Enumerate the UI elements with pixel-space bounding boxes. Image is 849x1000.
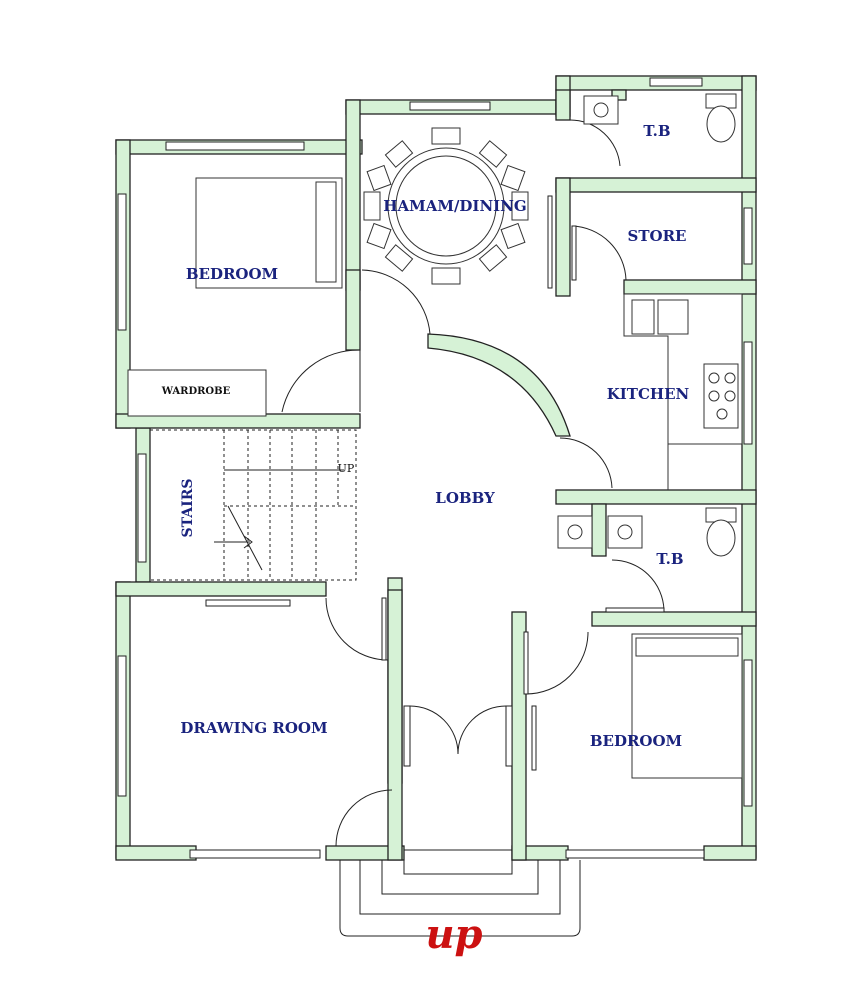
tb-top-label: T.B xyxy=(643,122,670,140)
store-label: STORE xyxy=(628,227,687,245)
entry-up-mark: up xyxy=(425,911,482,958)
wardrobe-label: WARDROBE xyxy=(161,386,231,397)
kitchen-label: KITCHEN xyxy=(607,385,690,403)
doors xyxy=(281,119,665,847)
lobby-label: LOBBY xyxy=(435,489,495,507)
windows xyxy=(117,77,753,859)
stairs-up-label: UP xyxy=(338,462,355,475)
tb-mid-label: T.B xyxy=(656,550,683,568)
bedroom-top-label: BEDROOM xyxy=(186,265,278,283)
interior-walls xyxy=(115,89,757,861)
bedroom-bottom-label: BEDROOM xyxy=(590,732,682,750)
stairs xyxy=(149,429,357,581)
entry-steps xyxy=(339,849,581,937)
room-labels: BEDROOM WARDROBE HAMAM/DINING T.B STORE … xyxy=(161,122,690,958)
hamam-dining-label: HAMAM/DINING xyxy=(383,197,526,215)
stairs-label: STAIRS xyxy=(180,479,196,538)
furniture xyxy=(127,93,743,779)
drawing-room-label: DRAWING ROOM xyxy=(180,719,327,737)
